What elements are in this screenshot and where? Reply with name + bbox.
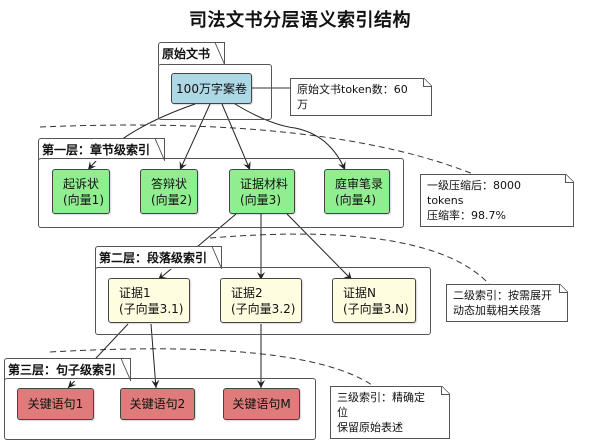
diagram-title: 司法文书分层语义索引结构: [189, 10, 411, 31]
layer2-package: [95, 267, 431, 335]
layer1-label: 第一层：章节级索引: [42, 143, 151, 157]
layer2-note: 二级索引：按需展开 动态加载相关段落: [446, 284, 568, 322]
layer3-note: 三级索引：精确定位 保留原始表述: [330, 386, 450, 439]
layer3-node-k1[interactable]: 关键语句1: [17, 388, 94, 420]
source-package-tab: 原始文书: [158, 42, 226, 65]
source-note: 原始文书token数：60万: [290, 78, 432, 116]
layer1-package: [38, 158, 404, 228]
layer1-note: 一级压缩后：8000 tokens 压缩率：98.7%: [420, 174, 574, 227]
layer3-package-tab: 第三层：句子级索引: [4, 358, 132, 381]
layer1-node-zhengju[interactable]: 证据材料 (向量3): [229, 169, 295, 214]
source-package: [158, 64, 272, 120]
layer2-node-e1[interactable]: 证据1 (子向量3.1): [108, 278, 190, 323]
layer2-label: 第二层：段落级索引: [99, 251, 208, 265]
layer3-node-k2[interactable]: 关键语句2: [120, 388, 195, 420]
layer1-node-tingshen[interactable]: 庭审笔录 (向量4): [324, 169, 390, 214]
layer3-node-km[interactable]: 关键语句M: [223, 388, 300, 420]
layer2-node-en[interactable]: 证据N (子向量3.N): [332, 278, 416, 323]
layer2-node-e2[interactable]: 证据2 (子向量3.2): [220, 278, 302, 323]
layer3-label: 第三层：句子级索引: [8, 363, 117, 377]
layer1-node-dabian[interactable]: 答辩状 (向量2): [140, 169, 198, 214]
layer1-package-tab: 第一层：章节级索引: [38, 138, 166, 161]
layer2-package-tab: 第二层：段落级索引: [95, 246, 223, 269]
layer1-node-qisu[interactable]: 起诉状 (向量1): [52, 169, 110, 214]
source-package-label: 原始文书: [162, 47, 211, 61]
source-node[interactable]: 100万字案卷: [171, 73, 252, 104]
